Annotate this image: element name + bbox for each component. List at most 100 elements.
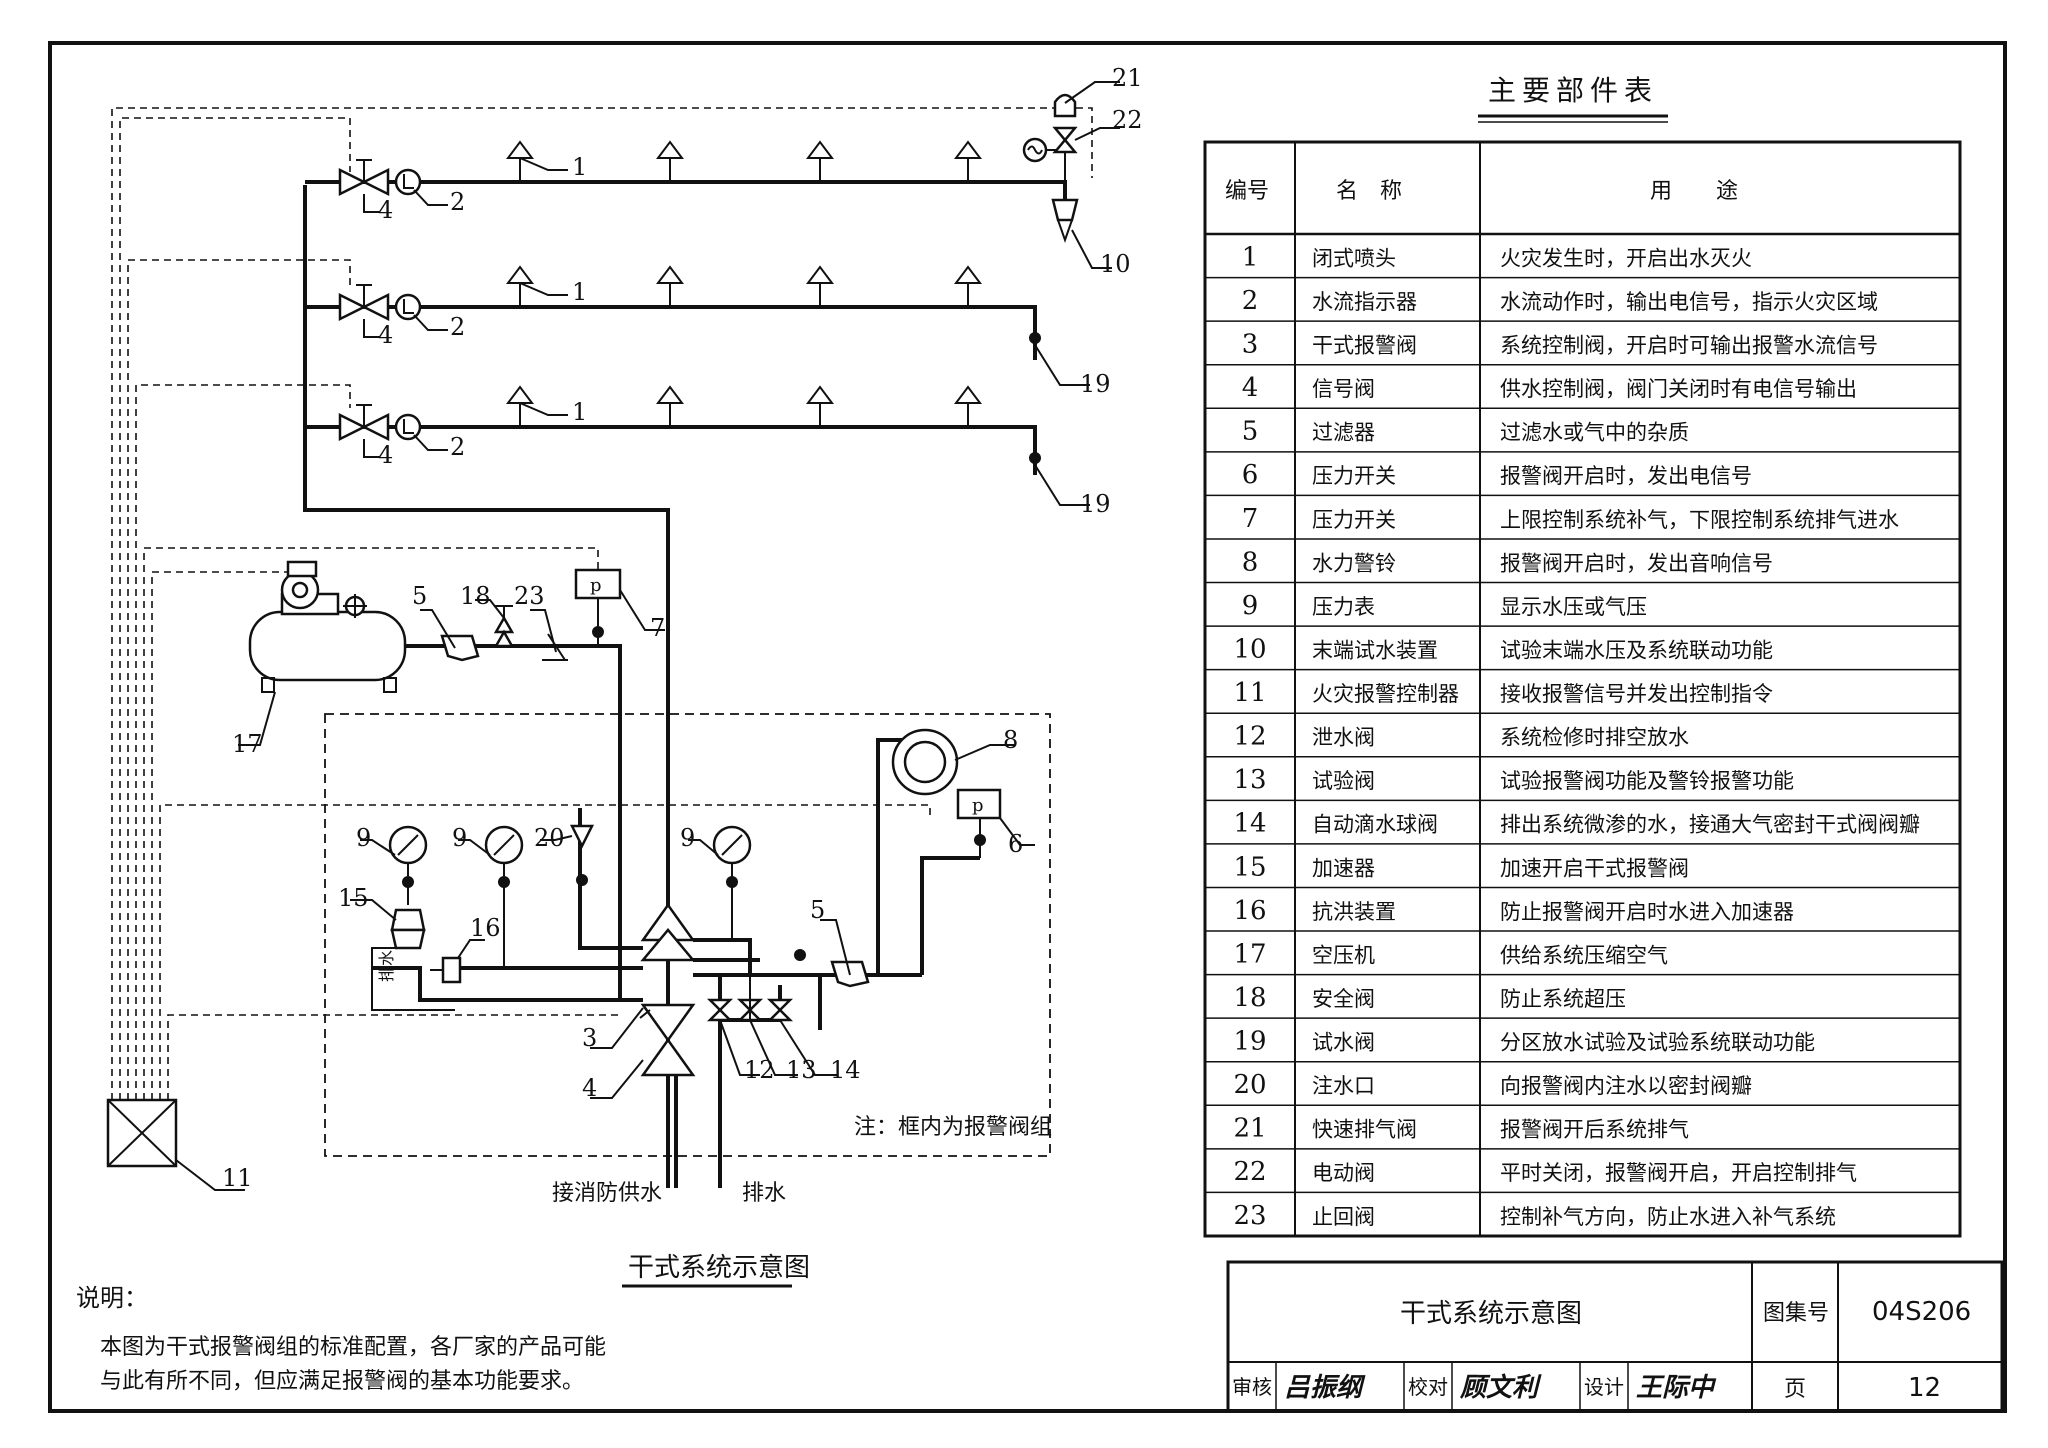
- callout-18: 18: [460, 582, 491, 610]
- part-name: 信号阀: [1312, 377, 1375, 401]
- callout-5: 5: [412, 582, 427, 610]
- part-name: 压力开关: [1312, 508, 1396, 532]
- sheet-border: [48, 41, 2007, 1413]
- water-motor-alarm: p: [891, 728, 1002, 858]
- callout-10: 10: [1100, 250, 1131, 278]
- callout-1: 1: [572, 153, 587, 181]
- part-usage: 试验报警阀功能及警铃报警功能: [1500, 769, 1794, 793]
- notes-line-1: 本图为干式报警阀组的标准配置，各厂家的产品可能: [100, 1335, 606, 1360]
- part-usage: 报警阀开启时，发出电信号: [1500, 464, 1752, 488]
- part-number: 4: [1242, 373, 1259, 403]
- drawing-title: 干式系统示意图: [1400, 1299, 1582, 1329]
- callout-17: 17: [232, 730, 263, 758]
- callout-3: 3: [582, 1024, 597, 1052]
- check-signature: 顾文利: [1459, 1373, 1542, 1403]
- part-number: 17: [1233, 939, 1266, 969]
- page-number: 12: [1908, 1373, 1941, 1403]
- header-usage: 用 途: [1650, 179, 1738, 204]
- part-usage: 接收报警信号并发出控制指令: [1500, 682, 1773, 706]
- atlas-label: 图集号: [1763, 1301, 1829, 1326]
- callout-23: 23: [514, 582, 545, 610]
- part-number: 20: [1233, 1070, 1266, 1100]
- sprinkler-heads: [506, 140, 982, 427]
- part-number: 5: [1242, 417, 1259, 447]
- notes: 说明： 本图为干式报警阀组的标准配置，各厂家的产品可能 与此有所不同，但应满足报…: [76, 1284, 606, 1394]
- part-usage: 控制补气方向，防止水进入补气系统: [1500, 1205, 1836, 1229]
- part-number: 14: [1233, 809, 1266, 839]
- part-name: 快速排气阀: [1312, 1118, 1417, 1142]
- callout-13: 13: [786, 1056, 817, 1084]
- part-number: 12: [1233, 722, 1266, 752]
- part-number: 1: [1242, 242, 1259, 272]
- end-devices: [1022, 93, 1079, 464]
- part-usage: 加速开启干式报警阀: [1500, 856, 1689, 880]
- part-name: 自动滴水球阀: [1312, 813, 1438, 837]
- callout-15: 15: [338, 884, 369, 912]
- callout-4: 4: [378, 196, 393, 224]
- header-name: 名 称: [1336, 179, 1402, 204]
- header-number: 编号: [1225, 179, 1269, 204]
- part-usage: 系统控制阀，开启时可输出报警水流信号: [1500, 333, 1878, 357]
- part-number: 19: [1233, 1027, 1266, 1057]
- part-name: 闭式喷头: [1312, 246, 1396, 270]
- part-usage: 分区放水试验及试验系统联动功能: [1500, 1031, 1815, 1055]
- callout-4d: 4: [582, 1074, 597, 1102]
- part-name: 试水阀: [1312, 1031, 1375, 1055]
- callout-1c: 1: [572, 398, 587, 426]
- page-label: 页: [1784, 1377, 1806, 1402]
- part-number: 21: [1233, 1114, 1266, 1144]
- callout-9a: 9: [356, 824, 371, 852]
- part-usage: 防止系统超压: [1500, 987, 1626, 1011]
- part-number: 2: [1242, 286, 1259, 316]
- part-number: 16: [1233, 896, 1266, 926]
- part-name: 止回阀: [1312, 1205, 1375, 1229]
- callout-16: 16: [470, 914, 501, 942]
- callout-5b: 5: [810, 896, 825, 924]
- part-name: 安全阀: [1312, 987, 1375, 1011]
- part-usage: 防止报警阀开启时水进入加速器: [1500, 900, 1794, 924]
- part-number: 13: [1233, 765, 1266, 795]
- part-usage: 过滤水或气中的杂质: [1500, 421, 1689, 445]
- part-usage: 报警阀开后系统排气: [1500, 1118, 1689, 1142]
- part-usage: 水流动作时，输出电信号，指示火灾区域: [1500, 290, 1878, 314]
- part-number: 18: [1233, 983, 1266, 1013]
- part-number: 8: [1242, 547, 1259, 577]
- supply-label: 接消防供水: [552, 1181, 662, 1206]
- part-number: 11: [1233, 678, 1266, 708]
- fire-alarm-controller: [106, 1098, 178, 1168]
- part-usage: 排出系统微渗的水，接通大气密封干式阀阀瓣: [1500, 813, 1920, 837]
- title-block: 干式系统示意图 图集号 04S206 审核 吕振纲 校对 顾文利 设计 王际中 …: [1226, 1260, 2004, 1413]
- callout-11: 11: [222, 1164, 253, 1192]
- pressure-gauges: [388, 825, 752, 968]
- part-usage: 试验末端水压及系统联动功能: [1500, 638, 1773, 662]
- part-name: 水流指示器: [1312, 290, 1417, 314]
- part-usage: 上限控制系统补气，下限控制系统排气进水: [1500, 508, 1899, 532]
- callout-19b: 19: [1080, 490, 1111, 518]
- alarm-valve-group-frame: [324, 713, 1051, 1157]
- diagram-caption: 干式系统示意图: [628, 1253, 810, 1283]
- accelerator: [371, 908, 462, 1011]
- part-name: 火灾报警控制器: [1312, 682, 1459, 706]
- branch-valves: [338, 159, 422, 442]
- callout-1b: 1: [572, 278, 587, 306]
- drain-label: 排水: [742, 1181, 786, 1206]
- callout-2b: 2: [450, 313, 465, 341]
- drain-side-label: 排水: [377, 950, 396, 982]
- part-number: 7: [1242, 504, 1259, 534]
- part-name: 水力警铃: [1312, 551, 1396, 575]
- review-label: 审核: [1232, 1375, 1272, 1399]
- part-number: 22: [1233, 1157, 1266, 1187]
- atlas-number: 04S206: [1872, 1297, 1971, 1327]
- callout-12: 12: [744, 1056, 775, 1084]
- part-usage: 火灾发生时，开启出水灭火: [1500, 246, 1752, 270]
- part-number: 6: [1242, 460, 1259, 490]
- signal-wires: [111, 107, 1093, 1100]
- callout-9b: 9: [452, 824, 467, 852]
- notes-line-2: 与此有所不同，但应满足报警阀的基本功能要求。: [100, 1369, 584, 1394]
- callout-21: 21: [1112, 64, 1143, 92]
- review-signature: 吕振纲: [1284, 1373, 1366, 1403]
- notes-heading: 说明：: [76, 1284, 148, 1312]
- design-signature: 王际中: [1636, 1373, 1717, 1403]
- part-name: 压力表: [1312, 595, 1375, 619]
